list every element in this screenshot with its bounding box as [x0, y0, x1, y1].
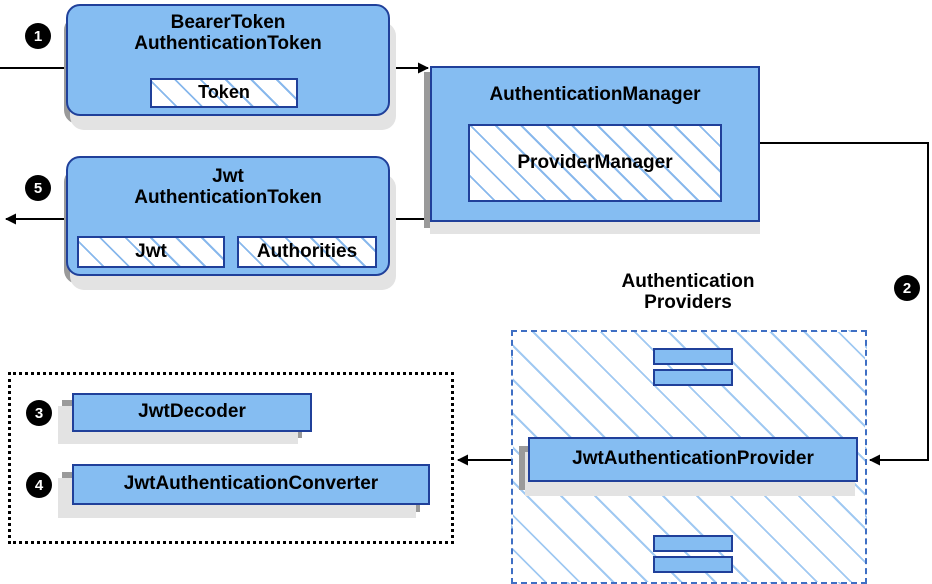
provider-stack-bar-top-1: [653, 348, 733, 365]
jwt-decoder[interactable]: [72, 393, 312, 432]
step-3-bullet: 3: [27, 401, 51, 425]
bearer-token-inner-token-box[interactable]: [150, 78, 298, 108]
step-2-bullet: 2: [895, 276, 919, 300]
provider-stack-bar-bottom-2: [653, 556, 733, 573]
provider-stack-bar-bottom-1: [653, 535, 733, 552]
step-1-bullet: 1: [26, 24, 50, 48]
authentication-providers-title: Authentication Providers: [621, 271, 755, 313]
provider-manager-box[interactable]: [468, 124, 722, 202]
jwt-inner-jwt-box[interactable]: [77, 236, 225, 268]
step-5-bullet: 5: [26, 176, 50, 200]
jwt-support-group-region: [8, 372, 454, 544]
step-4-bullet: 4: [27, 473, 51, 497]
provider-stack-bar-top-2: [653, 369, 733, 386]
jwt-inner-authorities-box[interactable]: [237, 236, 377, 268]
jwt-authentication-provider[interactable]: [528, 437, 858, 482]
jwt-authentication-converter[interactable]: [72, 464, 430, 505]
